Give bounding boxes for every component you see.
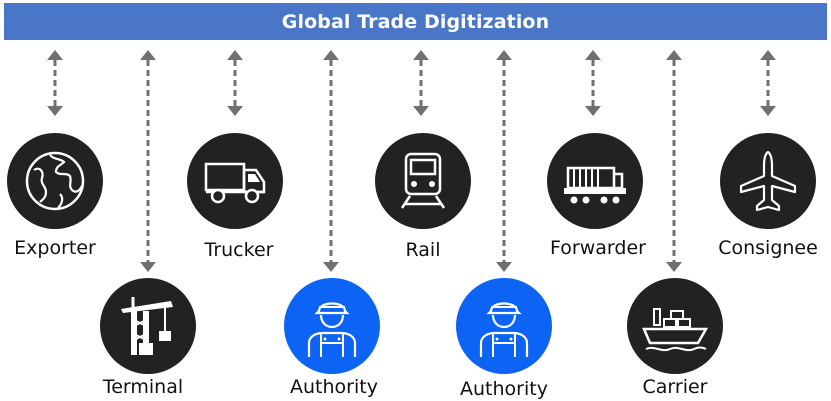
arrow-up-consignee <box>760 50 776 60</box>
label-carrier: Carrier <box>642 376 708 398</box>
arrow-down-consignee <box>760 106 776 116</box>
arrow-down-carrier <box>666 262 682 272</box>
arrow-down-rail <box>413 106 429 116</box>
banner-title: Global Trade Digitization <box>281 10 550 33</box>
node-authority-1 <box>284 278 380 374</box>
label-terminal: Terminal <box>102 376 184 398</box>
crane-icon <box>121 297 173 355</box>
banner: Global Trade Digitization <box>4 3 827 40</box>
locomotive-icon <box>564 166 626 204</box>
arrow-up-forwarder <box>585 50 601 60</box>
officer-icon <box>307 302 357 357</box>
label-forwarder: Forwarder <box>550 237 646 259</box>
label-authority-2: Authority <box>460 378 548 400</box>
node-authority-2 <box>456 278 552 374</box>
label-consignee: Consignee <box>718 237 818 259</box>
arrow-down-terminal <box>140 262 156 272</box>
node-carrier <box>627 278 723 374</box>
node-terminal <box>100 278 196 374</box>
arrow-up-exporter <box>47 50 63 60</box>
label-exporter: Exporter <box>14 237 96 259</box>
label-authority-1: Authority <box>290 376 378 398</box>
label-rail: Rail <box>405 239 441 261</box>
ship-icon <box>642 308 709 352</box>
arrow-down-trucker <box>227 106 243 116</box>
node-trucker <box>187 133 283 229</box>
globe-icon <box>25 151 85 211</box>
arrow-up-authority-1 <box>323 50 339 60</box>
node-exporter <box>7 133 103 229</box>
arrow-down-authority-1 <box>323 262 339 272</box>
node-forwarder <box>547 133 643 229</box>
node-rail <box>375 133 471 229</box>
arrow-up-authority-2 <box>496 50 512 60</box>
train-icon <box>400 152 446 209</box>
officer-icon <box>479 302 529 357</box>
arrow-up-rail <box>413 50 429 60</box>
node-consignee <box>720 133 816 229</box>
arrow-down-forwarder <box>585 106 601 116</box>
truck-icon <box>204 162 266 204</box>
airplane-icon <box>739 150 797 212</box>
arrow-down-exporter <box>47 106 63 116</box>
arrow-up-terminal <box>140 50 156 60</box>
arrow-down-authority-2 <box>496 262 512 272</box>
arrow-up-carrier <box>666 50 682 60</box>
arrow-up-trucker <box>227 50 243 60</box>
label-trucker: Trucker <box>204 239 274 261</box>
